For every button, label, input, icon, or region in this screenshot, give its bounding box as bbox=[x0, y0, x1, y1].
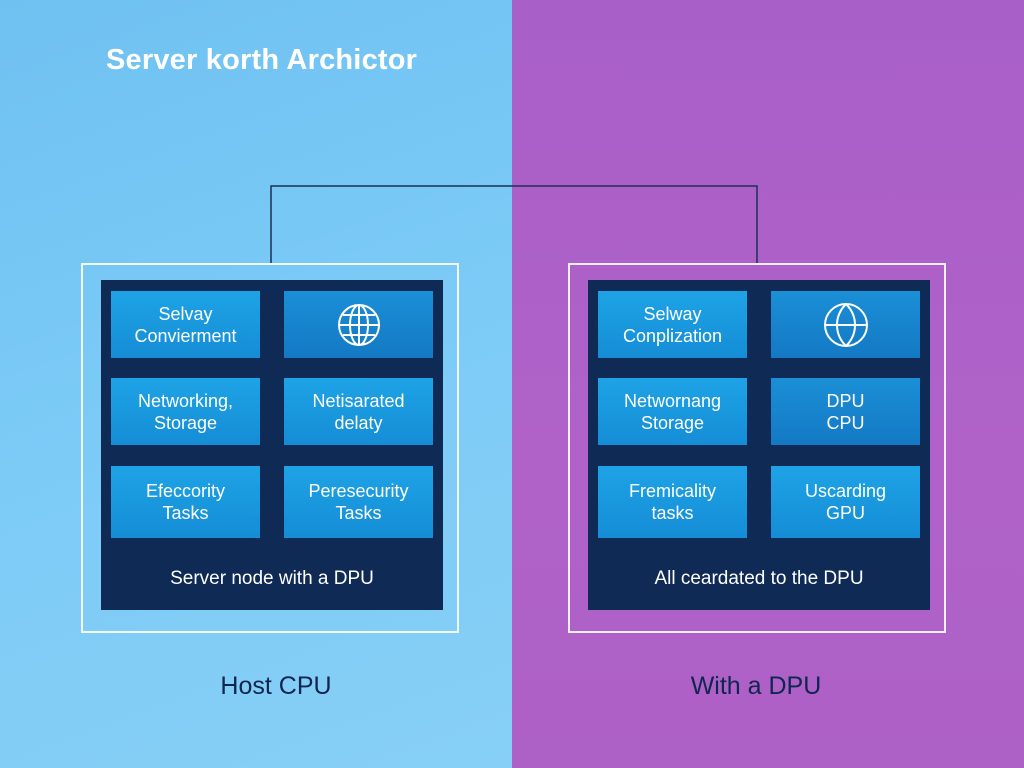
left-caption: Server node with a DPU bbox=[170, 568, 374, 589]
tile-line: GPU bbox=[825, 503, 865, 523]
tile-right-1: Selway Conplization bbox=[598, 291, 747, 358]
tile-line: Networking, bbox=[137, 390, 234, 411]
tile-left-4: Netisarated delaty bbox=[284, 378, 433, 445]
tile-left-6: Peresecurity Tasks bbox=[284, 466, 433, 538]
right-panel: Selway Conplization Networnang Storage D… bbox=[588, 280, 930, 610]
tile-right-3: Networnang Storage bbox=[598, 378, 747, 445]
tile-left-1: Selvay Convierment bbox=[111, 291, 260, 358]
tile-right-6: Uscarding GPU bbox=[771, 466, 920, 538]
tile-line: Efeccority bbox=[145, 481, 226, 501]
diagram-title: Server korth Archictor bbox=[106, 44, 418, 76]
tile-left-3: Networking, Storage bbox=[111, 378, 260, 445]
tile-right-globe bbox=[771, 291, 920, 358]
tile-line: Fremicality bbox=[628, 481, 716, 501]
tile-line: Selway bbox=[643, 303, 702, 324]
tile-line: Convierment bbox=[134, 325, 237, 346]
tile-line: Storage bbox=[153, 412, 218, 433]
globe-icon bbox=[823, 302, 868, 347]
tile-left-5: Efeccority Tasks bbox=[111, 466, 260, 538]
tile-line: Tasks bbox=[162, 503, 209, 523]
tile-right-4: DPU CPU bbox=[771, 378, 920, 445]
tile-left-globe bbox=[284, 291, 433, 358]
tile-line: delaty bbox=[334, 412, 383, 433]
tile-line: Networnang bbox=[623, 390, 722, 411]
left-frame bbox=[81, 263, 459, 633]
globe-icon bbox=[337, 303, 380, 346]
tile-line: Uscarding bbox=[804, 481, 887, 501]
tile-right-5: Fremicality tasks bbox=[598, 466, 747, 538]
tile-line: Tasks bbox=[335, 503, 382, 523]
right-caption: All ceardated to the DPU bbox=[654, 568, 864, 589]
tile-line: Netisarated bbox=[312, 390, 405, 411]
tile-line: Conplization bbox=[622, 325, 723, 346]
tile-line: Storage bbox=[640, 412, 705, 433]
left-panel: Selvay Convierment Networking, Storage N… bbox=[101, 280, 443, 610]
tile-line: Peresecurity bbox=[308, 481, 409, 501]
left-label: Host CPU bbox=[220, 672, 332, 700]
right-label: With a DPU bbox=[690, 672, 822, 700]
right-frame bbox=[568, 263, 946, 633]
tile-line: tasks bbox=[651, 503, 694, 523]
tile-line: CPU bbox=[826, 412, 865, 433]
tile-line: DPU bbox=[826, 390, 865, 411]
tile-line: Selvay bbox=[158, 303, 213, 324]
